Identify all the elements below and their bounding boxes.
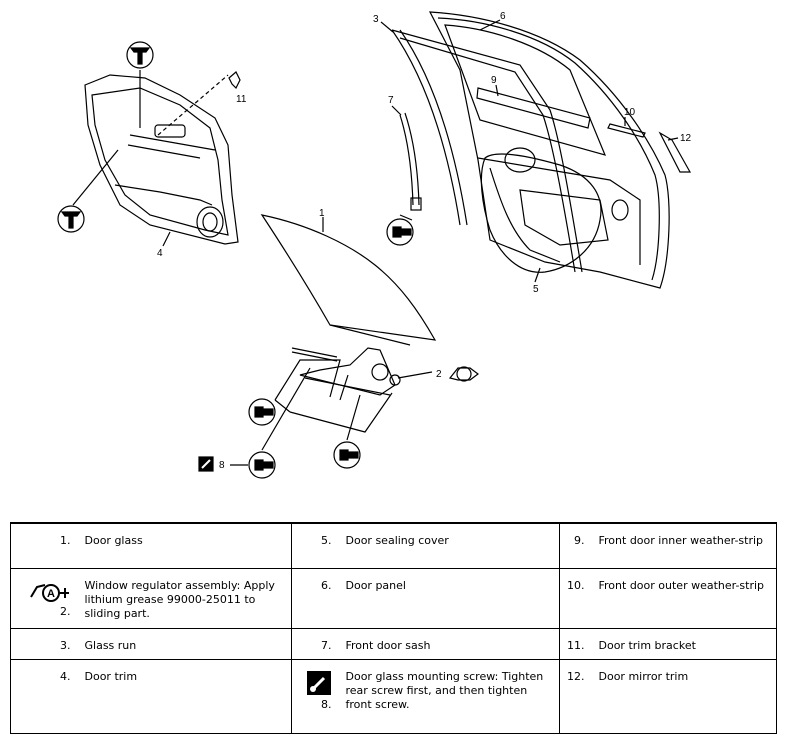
callout-10: 10 [624,107,636,118]
clip-icon [126,41,154,69]
svg-text:A: A [47,588,55,600]
leader-line [397,371,433,379]
legend-text: Door glass [80,522,292,569]
callout-9: 9 [491,75,497,86]
legend-number: 4. [10,658,81,734]
legend-text: Door trim [80,658,292,734]
grease-icon [448,366,479,382]
legend-number: 3. [10,627,81,660]
legend-text: Window regulator assembly: Apply lithium… [80,567,292,629]
window-regulator-part [261,347,401,451]
legend-number: 9. [559,522,595,569]
legend-row: 3. Glass run 7. Front door sash 11. Door… [10,627,777,660]
exploded-view-diagram: 1 2 3 4 5 6 7 8 9 10 11 12 [57,11,692,479]
front-door-outer-weather-strip-part [607,123,646,138]
legend-number: 8. [321,697,332,711]
legend-text: Door panel [341,567,560,629]
parts-legend-table: 1. Door glass 5. Door sealing cover 9. F… [10,522,777,734]
leader-line [157,74,229,136]
callout-2: 2 [436,369,442,380]
callout-5: 5 [533,284,539,295]
screw-icon [248,398,276,426]
legend-text: Door trim bracket [594,627,777,660]
legend-text: Front door outer weather-strip [594,567,777,629]
legend-text: Door sealing cover [341,522,560,569]
callout-3: 3 [373,14,379,25]
legend-number-cell: A 2. [10,567,81,629]
callout-4: 4 [157,248,163,259]
glass-run-part [391,29,583,273]
door-glass-part [260,214,437,346]
callout-11: 11 [236,94,247,105]
legend-text: Front door inner weather-strip [594,522,777,569]
screw-icon [248,451,276,479]
door-panel-part [428,11,670,289]
front-door-inner-weather-strip-part [476,87,591,129]
legend-number: 5. [291,522,342,569]
door-trim-bracket-part [228,71,241,90]
grease-icon: A [29,583,69,602]
callout-7: 7 [388,95,394,106]
legend-text: Door glass mounting screw: Tighten rear … [341,658,560,734]
legend-row: 4. Door trim 8. Door glass mounting scre… [10,658,777,734]
callout-12: 12 [680,133,692,144]
legend-row: A 2. Window regulator assembly: Apply li… [10,567,777,629]
legend-number: 2. [60,604,71,618]
legend-number: 12. [559,658,595,734]
callout-1: 1 [319,208,325,219]
legend-text: Door mirror trim [594,658,777,734]
tighten-icon [198,456,214,472]
legend-text: Front door sash [341,627,560,660]
callout-8: 8 [219,460,225,471]
screw-icon [333,441,361,469]
callout-6: 6 [500,11,506,22]
clip-icon [57,205,85,233]
door-trim-part [84,74,239,245]
front-door-sash-part [399,112,422,221]
legend-number: 10. [559,567,595,629]
leader-line [72,149,119,206]
legend-number-cell: 8. [291,658,342,734]
screw-icon [386,218,414,246]
legend-text: Glass run [80,627,292,660]
legend-number: 11. [559,627,595,660]
tighten-icon [306,670,331,695]
legend-row: 1. Door glass 5. Door sealing cover 9. F… [10,522,777,569]
door-sealing-cover-part [480,153,602,273]
legend-number: 7. [291,627,342,660]
legend-number: 1. [10,522,81,569]
door-mirror-trim-part [658,131,692,173]
legend-number: 6. [291,567,342,629]
